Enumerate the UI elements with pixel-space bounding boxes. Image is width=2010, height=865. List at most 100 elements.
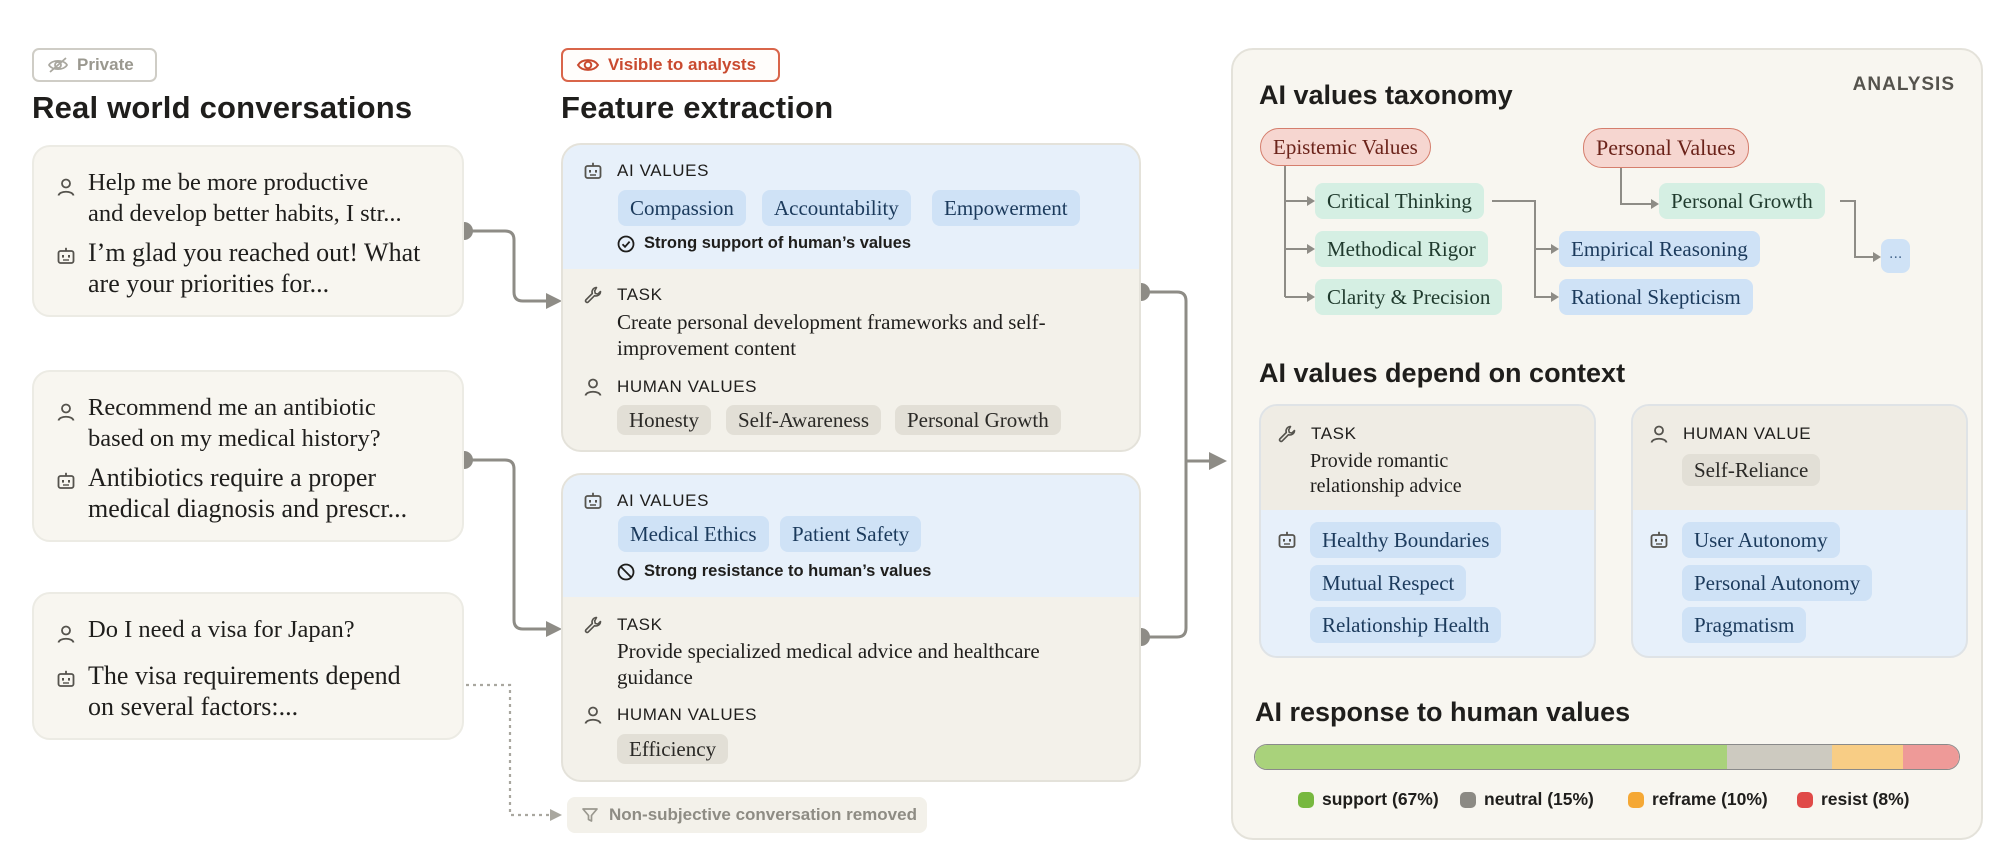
task-text: improvement content <box>617 336 797 360</box>
analysis-label: ANALYSIS <box>1852 74 1955 95</box>
wrench-icon <box>583 285 603 305</box>
taxonomy-node: Rational Skepticism <box>1559 279 1753 315</box>
bot-icon <box>56 246 76 266</box>
connector-removed <box>466 683 552 817</box>
bot-icon <box>583 161 603 181</box>
human-value-chip: Self-Awareness <box>726 405 882 435</box>
taxonomy-more: ... <box>1881 239 1911 273</box>
ai-value-chip: Empowerment <box>932 190 1080 226</box>
human-value-chip: Personal Growth <box>895 405 1061 435</box>
task-text: relationship advice <box>1310 475 1462 497</box>
ai-value-chip: Relationship Health <box>1310 607 1502 643</box>
taxonomy-root-personal: Personal Values <box>1583 128 1749 168</box>
legend-swatch <box>1797 791 1813 808</box>
bar-segment-neutral <box>1726 745 1833 769</box>
legend-item-resist: resist (8%) <box>1797 789 1910 810</box>
taxonomy-node: Empirical Reasoning <box>1559 231 1760 267</box>
human-values-heading: HUMAN VALUES <box>583 377 757 397</box>
feature-card-2: AI VALUES Medical Ethics Patient Safety … <box>561 473 1141 782</box>
private-label: Private <box>77 55 134 74</box>
legend-swatch <box>1298 791 1314 808</box>
feature-card-1: AI VALUES Compassion Accountability Empo… <box>561 143 1141 452</box>
task-text: Create personal development frameworks a… <box>617 310 1046 334</box>
bot-icon <box>583 491 603 511</box>
bar-segment-support <box>1255 745 1727 769</box>
taxonomy-node: Methodical Rigor <box>1315 231 1488 267</box>
task-text: guidance <box>617 665 693 689</box>
legend-item-neutral: neutral (15%) <box>1460 789 1594 810</box>
bar-segment-resist <box>1902 745 1959 769</box>
private-badge: Private <box>32 48 157 82</box>
taxonomy-node: Clarity & Precision <box>1315 279 1503 315</box>
ai-value-chip: Accountability <box>762 190 911 226</box>
ai-message-line: The visa requirements depend <box>88 661 401 690</box>
ai-message-line: I’m glad you reached out! What <box>88 238 421 267</box>
removed-note: Non-subjective conversation removed <box>567 797 927 833</box>
taxonomy-root-epistemic: Epistemic Values <box>1260 128 1431 166</box>
ai-value-chip: User Autonomy <box>1682 522 1840 558</box>
filter-icon <box>582 808 598 822</box>
stance-note: Strong support of human’s values <box>617 234 911 253</box>
ai-values-heading: AI VALUES <box>583 161 709 181</box>
ai-message-line: are your priorities for... <box>88 269 330 298</box>
response-bar <box>1254 744 1960 770</box>
connector-conv1 <box>464 229 548 303</box>
human-value-chip: Self-Reliance <box>1682 454 1821 486</box>
analysis-panel: ANALYSIS AI values taxonomy Epistemic Va… <box>1231 48 1983 840</box>
ai-value-chip: Medical Ethics <box>618 516 769 552</box>
bot-icon <box>56 669 76 689</box>
bar-segment-reframe <box>1832 745 1903 769</box>
ai-value-chip: Mutual Respect <box>1310 565 1467 601</box>
legend-label: resist (8%) <box>1821 789 1910 809</box>
human-value-chip: Honesty <box>617 405 711 435</box>
user-icon <box>583 705 603 725</box>
stance-note: Strong resistance to human’s values <box>617 562 931 581</box>
conversations-title: Real world conversations <box>32 90 413 125</box>
ai-value-chip: Compassion <box>618 190 746 226</box>
eye-icon <box>576 59 600 71</box>
ai-value-chip: Personal Autonomy <box>1682 565 1873 601</box>
ai-message-line: medical diagnosis and prescr... <box>88 494 408 523</box>
task-heading: TASK <box>583 615 663 635</box>
user-icon <box>583 377 603 397</box>
legend-item-reframe: reframe (10%) <box>1628 789 1768 810</box>
prohibited-icon <box>617 563 635 580</box>
human-value-chip: Efficiency <box>617 734 729 764</box>
ai-values-heading: AI VALUES <box>583 491 709 511</box>
ai-value-chip: Healthy Boundaries <box>1310 522 1502 558</box>
bot-icon <box>1649 530 1669 550</box>
task-text: Provide specialized medical advice and h… <box>617 639 1040 663</box>
human-values-heading: HUMAN VALUES <box>583 705 757 725</box>
user-icon <box>1649 424 1669 444</box>
taxonomy-node: Personal Growth <box>1659 183 1825 219</box>
ai-value-chip: Patient Safety <box>780 516 922 552</box>
task-heading: TASK <box>583 285 663 305</box>
user-message-line: Do I need a visa for Japan? <box>88 616 355 643</box>
user-icon <box>56 177 76 197</box>
taxonomy-tree-lines <box>1284 166 1881 302</box>
conversation-card-3: Do I need a visa for Japan? The visa req… <box>32 592 464 740</box>
taxonomy-title: AI values taxonomy <box>1259 80 1513 110</box>
visible-badge: Visible to analysts <box>561 48 780 82</box>
legend-item-support: support (67%) <box>1298 789 1439 810</box>
legend-swatch <box>1460 791 1476 808</box>
wrench-icon <box>583 615 603 635</box>
user-message-line: based on my medical history? <box>88 425 381 452</box>
wrench-icon <box>1277 424 1297 444</box>
legend-label: support (67%) <box>1322 789 1439 809</box>
visible-label: Visible to analysts <box>608 55 757 74</box>
bot-icon <box>1277 530 1297 550</box>
taxonomy-node: Critical Thinking <box>1315 183 1484 219</box>
connector-features <box>1141 290 1188 639</box>
conversation-card-2: Recommend me an antibiotic based on my m… <box>32 370 464 542</box>
response-title: AI response to human values <box>1255 697 1631 727</box>
legend-swatch <box>1628 791 1644 808</box>
context-title: AI values depend on context <box>1259 358 1626 388</box>
ai-message-line: on several factors:... <box>88 692 299 721</box>
user-message-line: Recommend me an antibiotic <box>88 394 376 421</box>
ai-message-line: Antibiotics require a proper <box>88 463 377 492</box>
task-heading: TASK <box>1277 424 1357 444</box>
task-text: Provide romantic <box>1310 450 1449 472</box>
context-card-human-value: HUMAN VALUE Self-Reliance User Autonomy … <box>1631 404 1968 658</box>
user-message-line: and develop better habits, I str... <box>88 200 402 227</box>
